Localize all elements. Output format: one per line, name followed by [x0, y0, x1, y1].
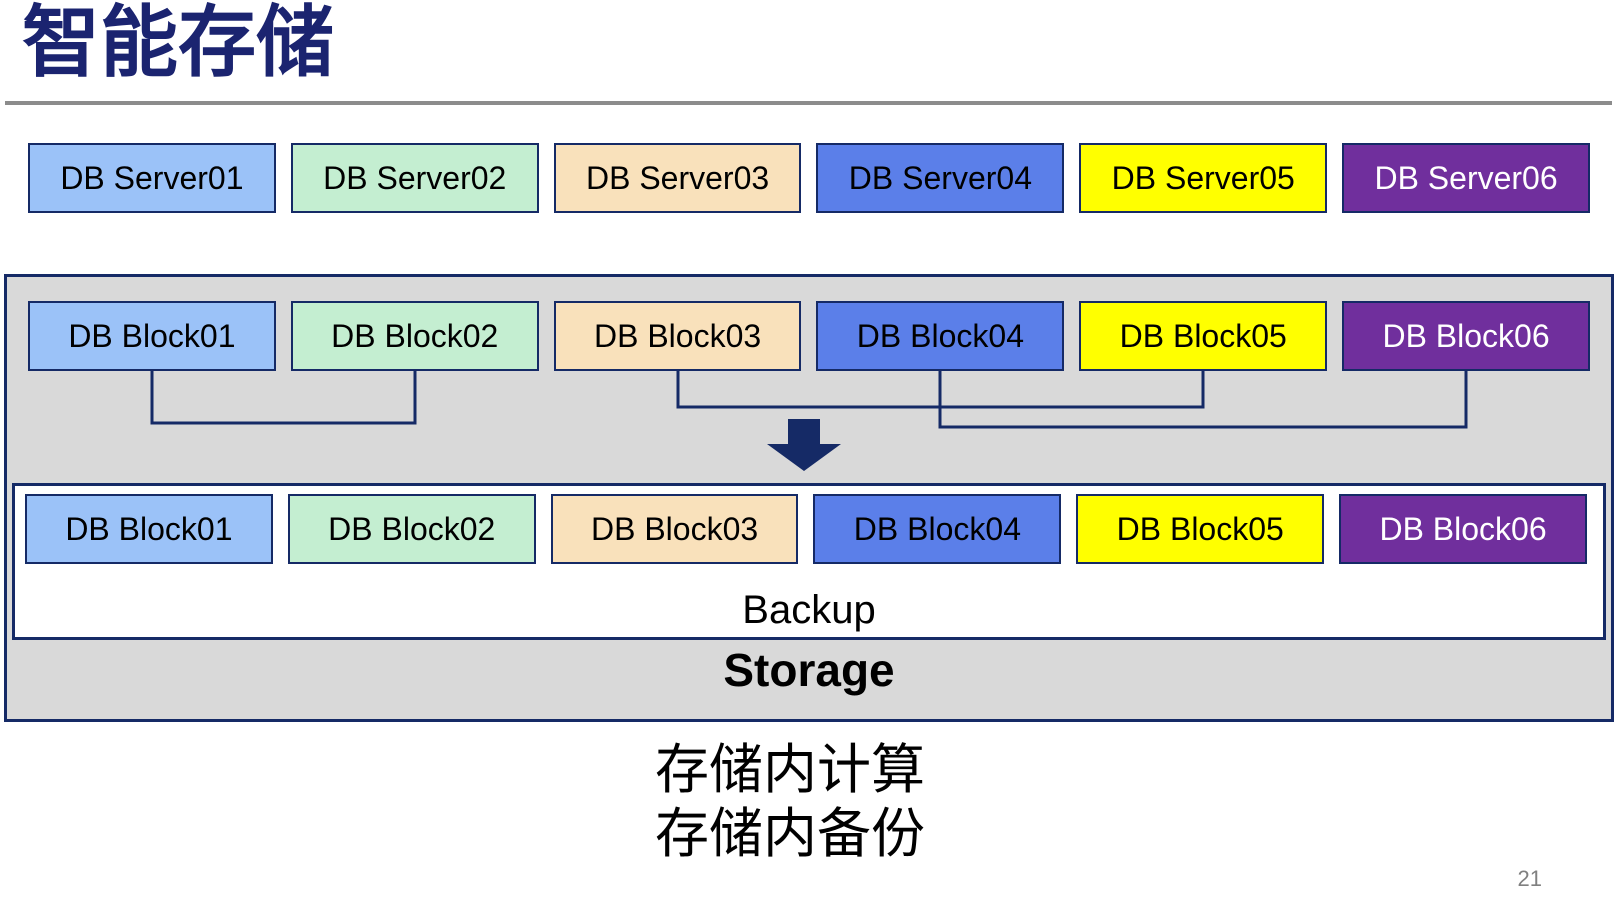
- server-box-03: DB Server03: [553, 143, 802, 213]
- block-backup-06: DB Block06: [1339, 494, 1587, 564]
- storage-container: DB Block01 DB Block02 DB Block03 DB Bloc…: [4, 274, 1614, 722]
- server-box-01: DB Server01: [28, 143, 276, 213]
- server-label: DB Server03: [585, 159, 770, 196]
- block-label: DB Block01: [68, 317, 236, 354]
- server-label: DB Server01: [60, 159, 244, 196]
- server-label: DB Server05: [1111, 159, 1295, 196]
- block-source-06: DB Block06: [1342, 301, 1590, 371]
- server-box-02: DB Server02: [290, 143, 539, 213]
- server-box-04: DB Server04: [816, 143, 1065, 213]
- block-backup-05: DB Block05: [1076, 494, 1325, 564]
- block-label: DB Block06: [1379, 510, 1547, 547]
- block-source-03: DB Block03: [553, 301, 802, 371]
- block-label: DB Block06: [1382, 317, 1550, 354]
- block-label: DB Block03: [590, 510, 759, 547]
- block-label: DB Block01: [65, 510, 233, 547]
- title-divider: [5, 101, 1612, 105]
- block-backup-04: DB Block04: [813, 494, 1062, 564]
- caption-text: 存储内计算 存储内备份: [0, 738, 1580, 866]
- backup-label: Backup: [742, 588, 876, 632]
- block-label: DB Block04: [853, 510, 1021, 547]
- caption-line-2: 存储内备份: [655, 804, 925, 864]
- block-source-01: DB Block01: [28, 301, 276, 371]
- storage-label: Storage: [723, 644, 895, 696]
- block-backup-02: DB Block02: [287, 494, 536, 564]
- server-label: DB Server02: [323, 159, 507, 196]
- backup-box: DB Block01 DB Block02 DB Block03 DB Bloc…: [12, 483, 1606, 640]
- block-backup-03: DB Block03: [550, 494, 799, 564]
- block-label: DB Block02: [328, 510, 496, 547]
- block-label: DB Block05: [1116, 510, 1284, 547]
- block-label: DB Block02: [331, 317, 499, 354]
- page-number: 21: [1517, 866, 1542, 891]
- db-block-source-row: DB Block01 DB Block02 DB Block03 DB Bloc…: [28, 301, 1590, 371]
- server-box-06: DB Server06: [1342, 143, 1590, 213]
- db-block-backup-row: DB Block01 DB Block02 DB Block03 DB Bloc…: [25, 494, 1587, 564]
- server-label: DB Server06: [1374, 159, 1558, 196]
- server-label: DB Server04: [848, 159, 1032, 196]
- block-label: DB Block04: [856, 317, 1024, 354]
- block-source-04: DB Block04: [816, 301, 1065, 371]
- block-backup-01: DB Block01: [25, 494, 273, 564]
- caption-line-1: 存储内计算: [655, 740, 925, 800]
- server-box-05: DB Server05: [1079, 143, 1328, 213]
- db-server-row: DB Server01 DB Server02 DB Server03 DB S…: [28, 143, 1590, 213]
- slide-title: 智能存储: [22, 0, 335, 86]
- block-source-02: DB Block02: [290, 301, 539, 371]
- block-label: DB Block03: [593, 317, 762, 354]
- block-label: DB Block05: [1119, 317, 1287, 354]
- block-source-05: DB Block05: [1079, 301, 1328, 371]
